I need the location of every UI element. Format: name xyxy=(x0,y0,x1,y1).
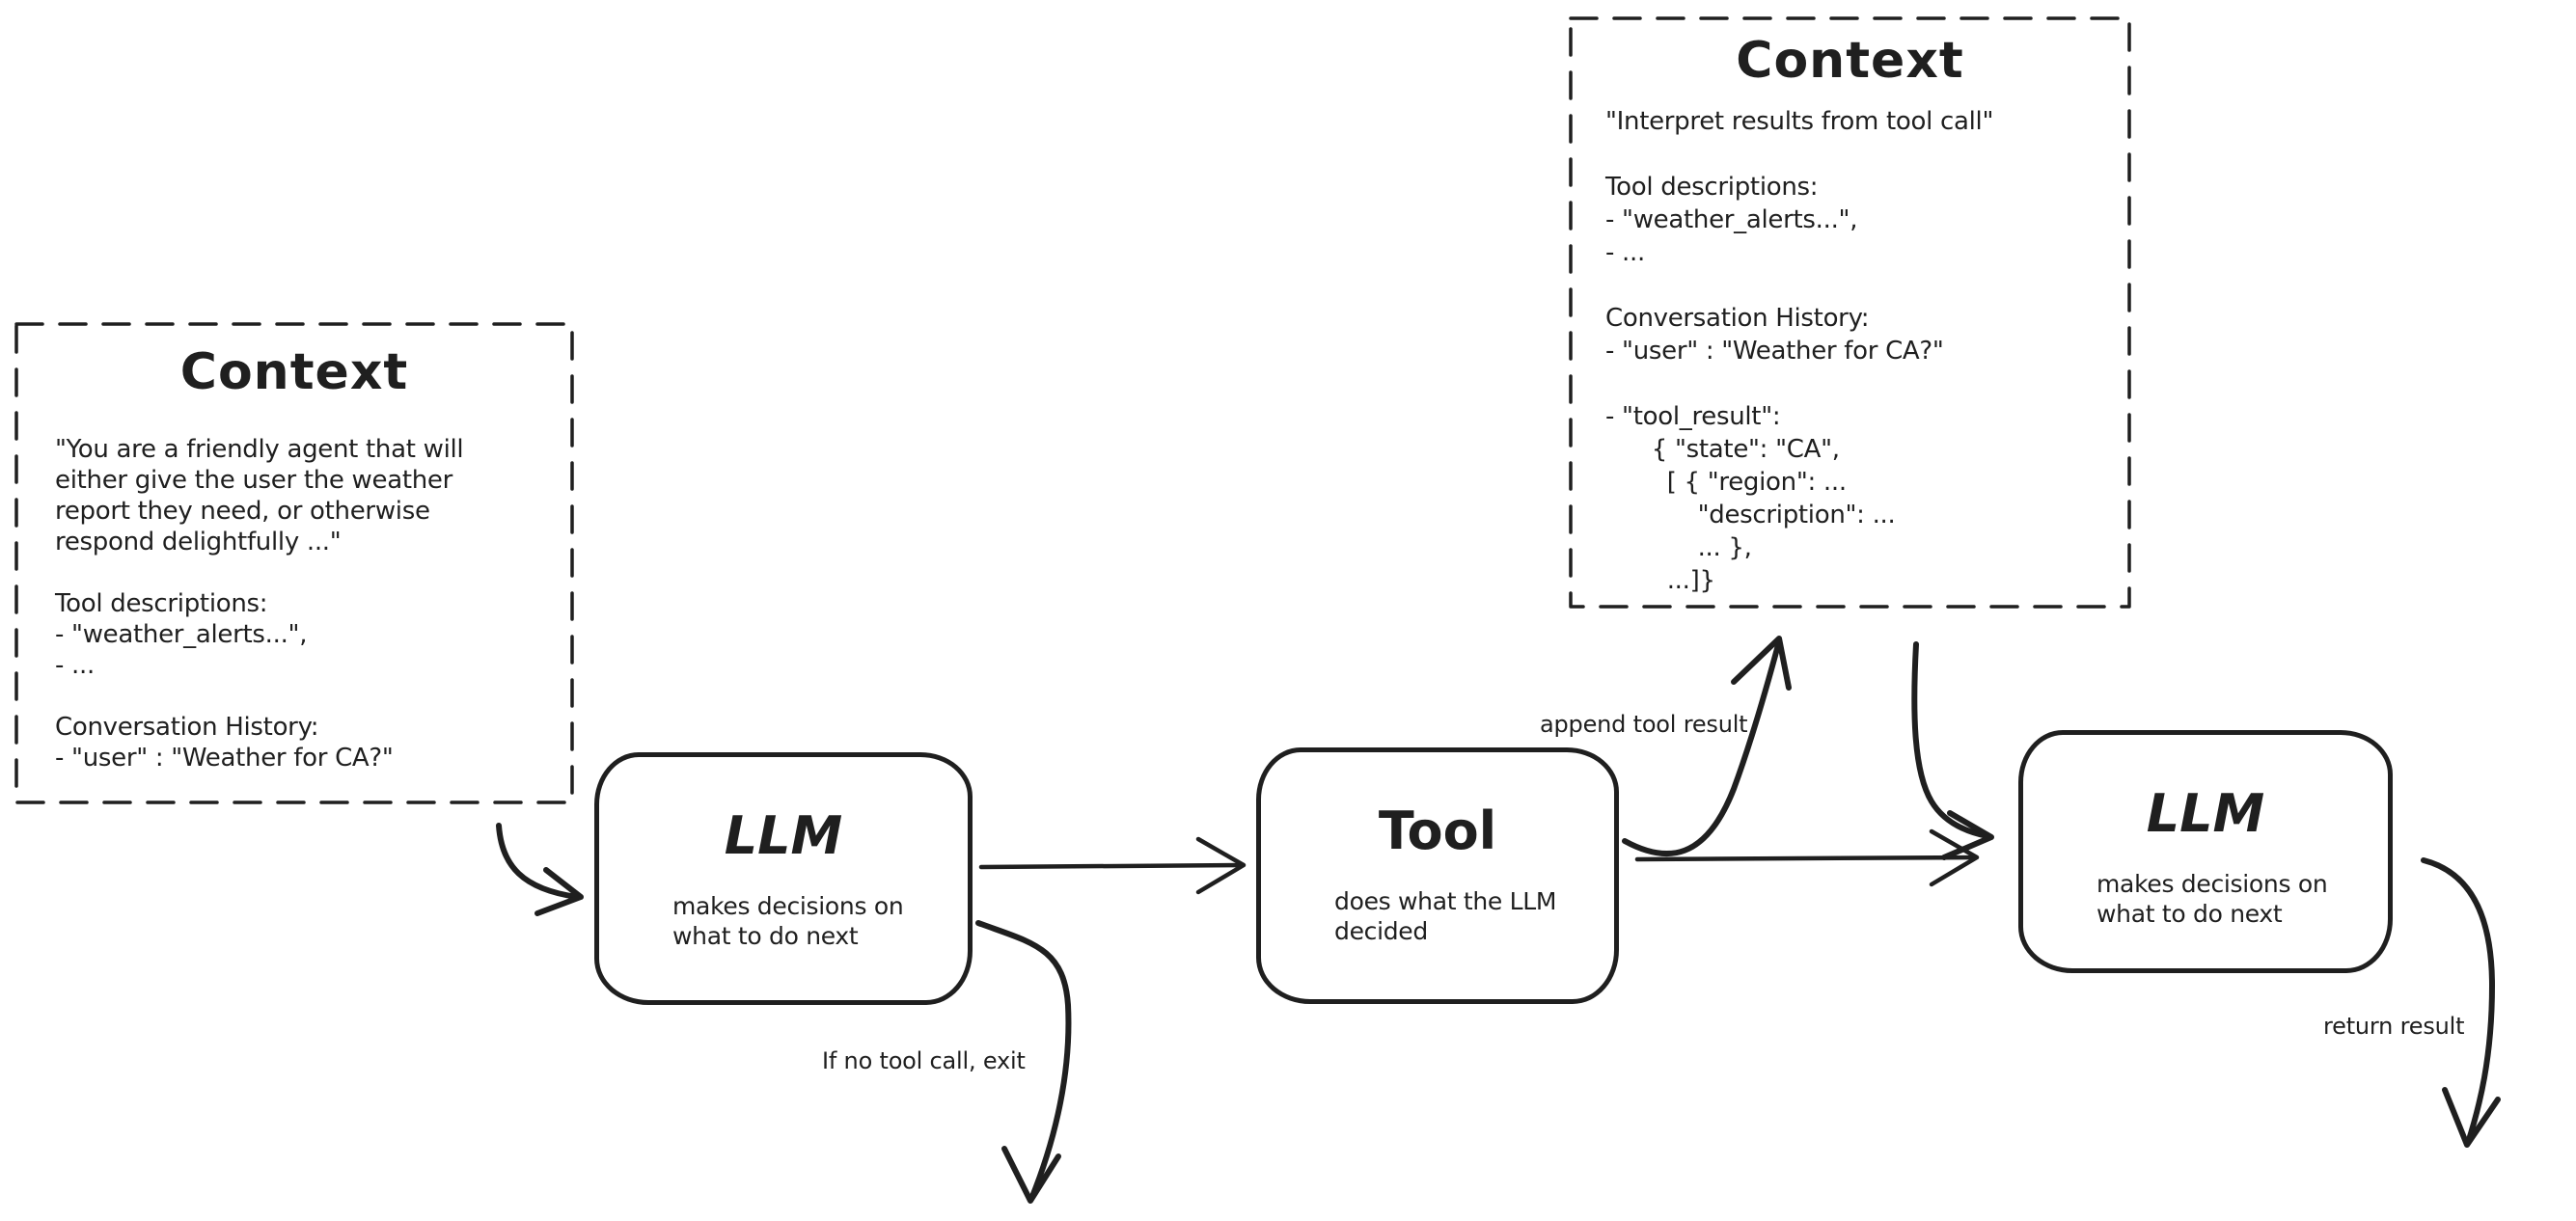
tool-node: Tool does what the LLM decided xyxy=(1256,747,1619,1004)
label-append-tool-result: append tool result xyxy=(1540,711,1748,738)
arrowhead-llm2-return xyxy=(2442,1087,2501,1148)
arrow-llm1-to-tool xyxy=(978,862,1244,870)
context-updated-title: Context xyxy=(1736,32,1964,90)
llm-node-first: LLM makes decisions on what to do next xyxy=(594,752,973,1005)
context-initial-border xyxy=(14,322,574,804)
tool-node-subtitle: does what the LLM decided xyxy=(1334,887,1557,945)
arrowhead-llm1-to-tool xyxy=(1195,836,1247,895)
llm-node-first-subtitle: makes decisions on what to do next xyxy=(672,892,904,950)
arrow-tool-to-context xyxy=(1622,638,1782,857)
arrow-llm2-return xyxy=(2421,857,2495,1146)
tool-node-title: Tool xyxy=(1378,800,1497,861)
llm-node-second-title: LLM xyxy=(2146,783,2265,844)
arrow-tool-to-llm2 xyxy=(1634,855,1977,862)
context-updated-border xyxy=(1569,16,2131,609)
arrow-context-to-llm2 xyxy=(1911,641,1990,839)
llm-node-first-title: LLM xyxy=(724,805,843,866)
arrow-context-to-llm1 xyxy=(496,823,580,900)
label-if-no-tool-call-exit: If no tool call, exit xyxy=(822,1047,1026,1074)
llm-node-second-subtitle: makes decisions on what to do next xyxy=(2096,870,2328,928)
arrowhead-tool-to-context xyxy=(1731,636,1792,691)
arrowhead-llm1-exit xyxy=(1001,1146,1061,1204)
arrowhead-tool-to-llm2 xyxy=(1929,828,1980,887)
context-updated-body: "Interpret results from tool call" Tool … xyxy=(1605,107,1994,595)
context-initial-box: Context "You are a friendly agent that w… xyxy=(16,324,572,802)
arrow-llm1-exit xyxy=(975,920,1072,1202)
arrowhead-context-to-llm1 xyxy=(534,867,584,916)
context-initial-title: Context xyxy=(179,343,409,401)
context-updated-box: Context "Interpret results from tool cal… xyxy=(1571,18,2129,607)
llm-node-second: LLM makes decisions on what to do next xyxy=(2018,730,2393,973)
label-return-result: return result xyxy=(2323,1013,2465,1040)
arrowhead-context-to-llm2 xyxy=(1941,810,1994,860)
context-initial-body: "You are a friendly agent that will eith… xyxy=(55,435,464,773)
